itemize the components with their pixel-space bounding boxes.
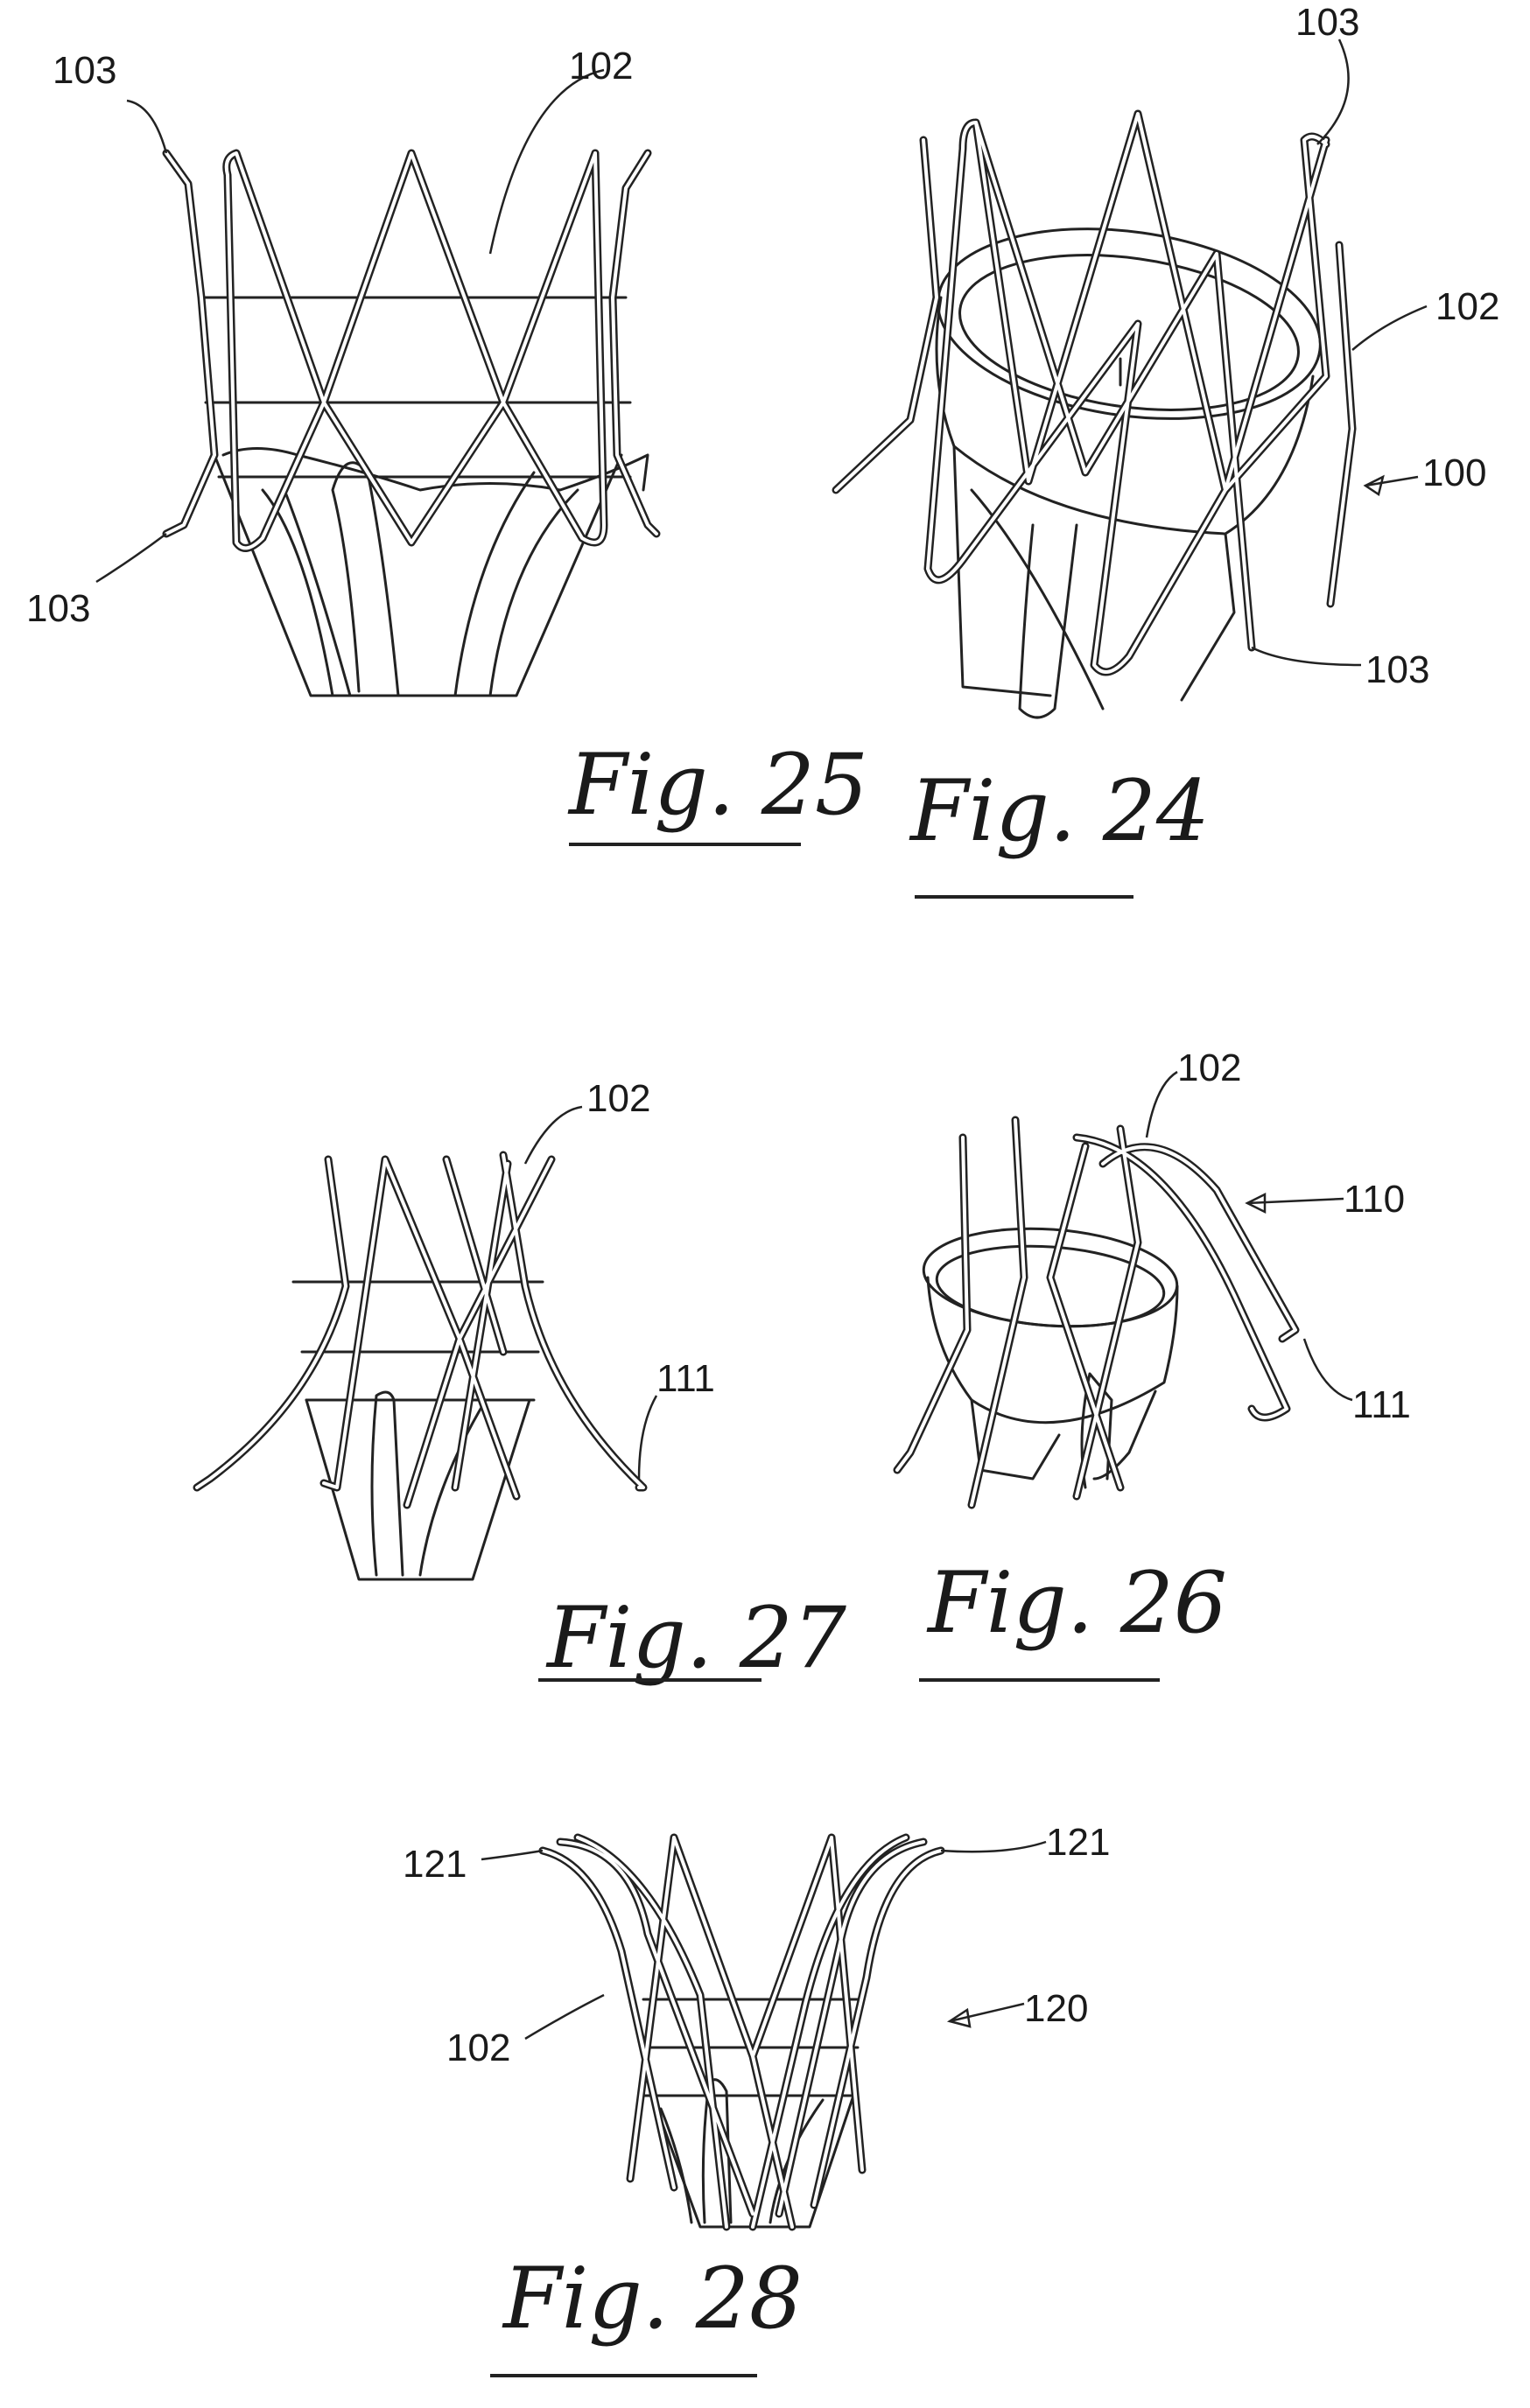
fig28-drawing: 121 121 120 102 Fig. 28 <box>403 1821 1110 2376</box>
fig27-label-102: 102 <box>586 1077 650 1120</box>
fig27-caption: Fig. 27 <box>545 1589 846 1687</box>
fig25-label-103-bottom: 103 <box>26 587 90 630</box>
fig26-drawing: 102 110 111 Fig. 26 <box>897 1046 1411 1680</box>
fig28-label-121-left: 121 <box>403 1843 467 1886</box>
fig24-drawing: 103 102 100 103 Fig. 24 <box>836 1 1499 897</box>
fig24-label-103-top: 103 <box>1295 1 1359 44</box>
fig25-label-102: 102 <box>569 45 633 88</box>
fig25-drawing: 103 102 103 Fig. 25 <box>26 45 868 844</box>
fig26-label-110: 110 <box>1344 1178 1405 1221</box>
fig28-caption: Fig. 28 <box>502 2250 803 2348</box>
fig25-label-103-top: 103 <box>53 49 116 92</box>
fig27-label-111: 111 <box>656 1357 715 1400</box>
fig26-label-111: 111 <box>1352 1383 1411 1426</box>
fig24-label-102: 102 <box>1435 285 1499 328</box>
fig24-caption: Fig. 24 <box>909 762 1210 860</box>
fig25-caption: Fig. 25 <box>567 736 868 834</box>
fig28-label-120: 120 <box>1024 1987 1088 2030</box>
fig28-label-121-right: 121 <box>1046 1821 1110 1864</box>
fig28-label-102: 102 <box>446 2026 510 2069</box>
fig24-label-103-bottom: 103 <box>1365 648 1429 691</box>
fig26-caption: Fig. 26 <box>926 1554 1227 1652</box>
fig27-drawing: 102 111 Fig. 27 <box>197 1077 846 1687</box>
fig26-label-102: 102 <box>1177 1046 1241 1089</box>
fig24-label-100: 100 <box>1422 452 1486 494</box>
